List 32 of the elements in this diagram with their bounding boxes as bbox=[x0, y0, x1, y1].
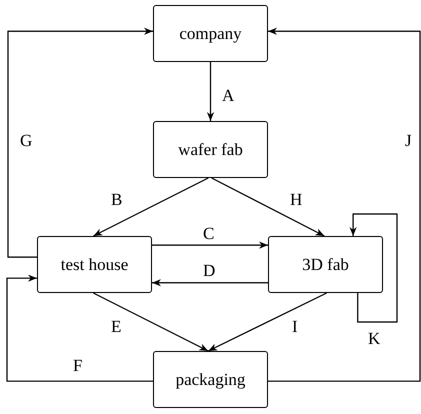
edge-label: G bbox=[20, 132, 32, 149]
arrow bbox=[268, 28, 421, 382]
edge-label: I bbox=[292, 318, 298, 335]
arrow bbox=[206, 62, 214, 121]
edge-label: A bbox=[222, 87, 234, 104]
process-box bbox=[153, 121, 268, 178]
box-label: company bbox=[179, 24, 242, 44]
box-label: wafer fab bbox=[178, 140, 243, 160]
arrow bbox=[93, 292, 208, 352]
arrow bbox=[152, 279, 268, 286]
edge-label: C bbox=[203, 225, 214, 242]
process-box bbox=[37, 236, 152, 293]
arrow bbox=[350, 213, 398, 323]
box-label: 3D fab bbox=[302, 254, 349, 274]
arrow bbox=[211, 177, 325, 237]
arrow bbox=[152, 242, 268, 249]
edge-label: J bbox=[405, 132, 412, 149]
arrow bbox=[7, 28, 153, 258]
edge-label: K bbox=[368, 330, 380, 347]
process-box bbox=[153, 5, 268, 62]
edge-label: B bbox=[111, 191, 122, 208]
box-label: packaging bbox=[176, 370, 246, 390]
arrow bbox=[6, 274, 153, 382]
edge-label: E bbox=[111, 318, 122, 335]
arrow bbox=[208, 292, 327, 352]
arrow bbox=[93, 177, 208, 237]
box-label: test house bbox=[60, 254, 128, 274]
edge-label: F bbox=[73, 357, 82, 374]
edge-label: D bbox=[203, 262, 216, 279]
process-box bbox=[153, 351, 268, 408]
edge-label: H bbox=[290, 191, 302, 208]
process-box bbox=[268, 236, 383, 293]
